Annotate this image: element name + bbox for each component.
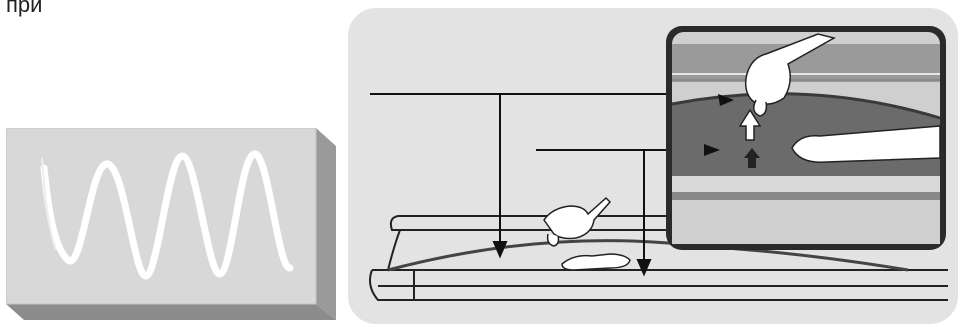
treadmill-diagram-panel	[348, 8, 958, 324]
box-bottom	[6, 304, 336, 320]
inset-closeup	[666, 26, 946, 250]
caption-text: при	[6, 0, 42, 16]
box-side	[316, 128, 336, 320]
vibration-box	[6, 128, 336, 320]
